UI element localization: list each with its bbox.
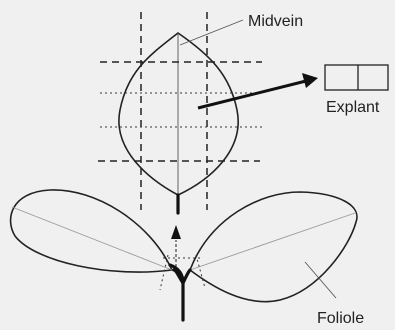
base-cut-dotted-right — [196, 255, 205, 288]
midvein-label: Midvein — [248, 13, 303, 30]
base-cut-dotted-left — [160, 255, 168, 290]
left-foliole-outline — [11, 190, 172, 272]
petiole-right — [183, 270, 190, 283]
explant-label: Explant — [326, 99, 380, 116]
plant-folioles — [11, 190, 357, 320]
foliole-label: Foliole — [317, 310, 364, 327]
right-foliole-outline — [190, 192, 357, 302]
midvein-leader-line — [180, 20, 243, 45]
explant-box — [325, 65, 388, 90]
right-foliole-midvein — [190, 213, 355, 270]
leaflet-outline — [119, 33, 238, 195]
isolated-leaflet — [98, 12, 262, 213]
foliole-leader-line — [305, 262, 336, 298]
left-foliole-midvein — [12, 207, 172, 270]
explant-arrow — [198, 73, 318, 108]
